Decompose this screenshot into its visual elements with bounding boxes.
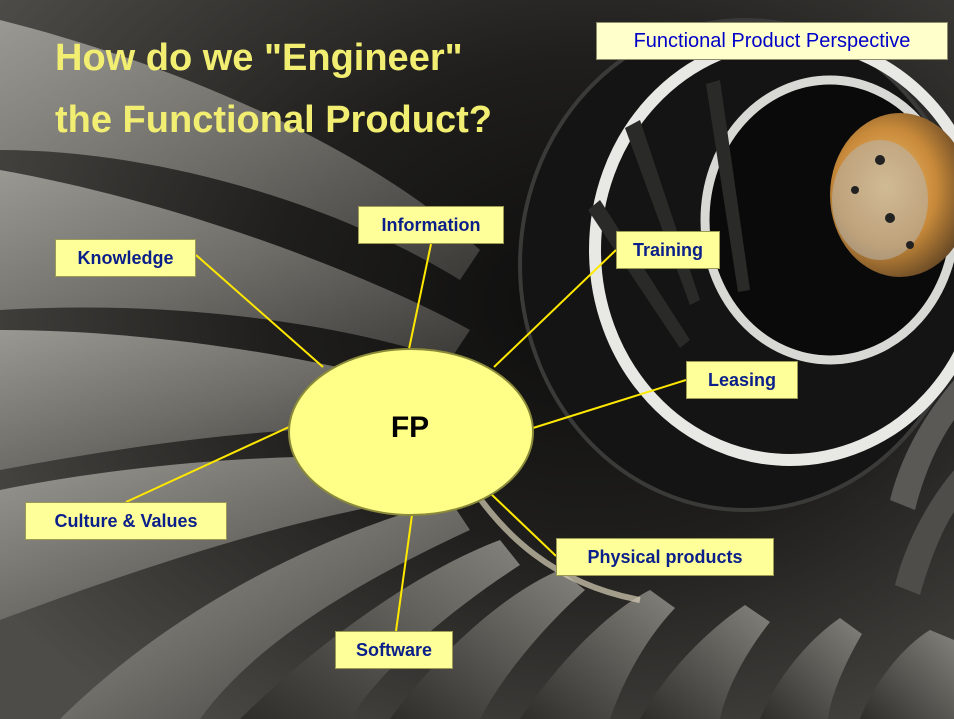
connector-software — [395, 514, 413, 632]
connector-culture-values — [125, 426, 290, 503]
connector-physical-products — [489, 492, 557, 557]
node-training: Training — [616, 231, 720, 269]
hub-label: FP — [390, 411, 430, 444]
node-physical-products: Physical products — [556, 538, 774, 576]
node-knowledge: Knowledge — [55, 239, 196, 277]
slide-title-line-1: How do we "Engineer" — [55, 37, 463, 79]
slide-title-line-2: the Functional Product? — [55, 99, 492, 141]
connector-knowledge — [195, 254, 324, 368]
section-tag: Functional Product Perspective — [596, 22, 948, 60]
node-software: Software — [335, 631, 453, 669]
connector-leasing — [532, 379, 687, 429]
node-culture-values: Culture & Values — [25, 502, 227, 540]
node-information: Information — [358, 206, 504, 244]
connector-information — [408, 243, 432, 350]
hub-ellipse — [288, 348, 534, 516]
connector-training — [493, 249, 617, 368]
node-leasing: Leasing — [686, 361, 798, 399]
